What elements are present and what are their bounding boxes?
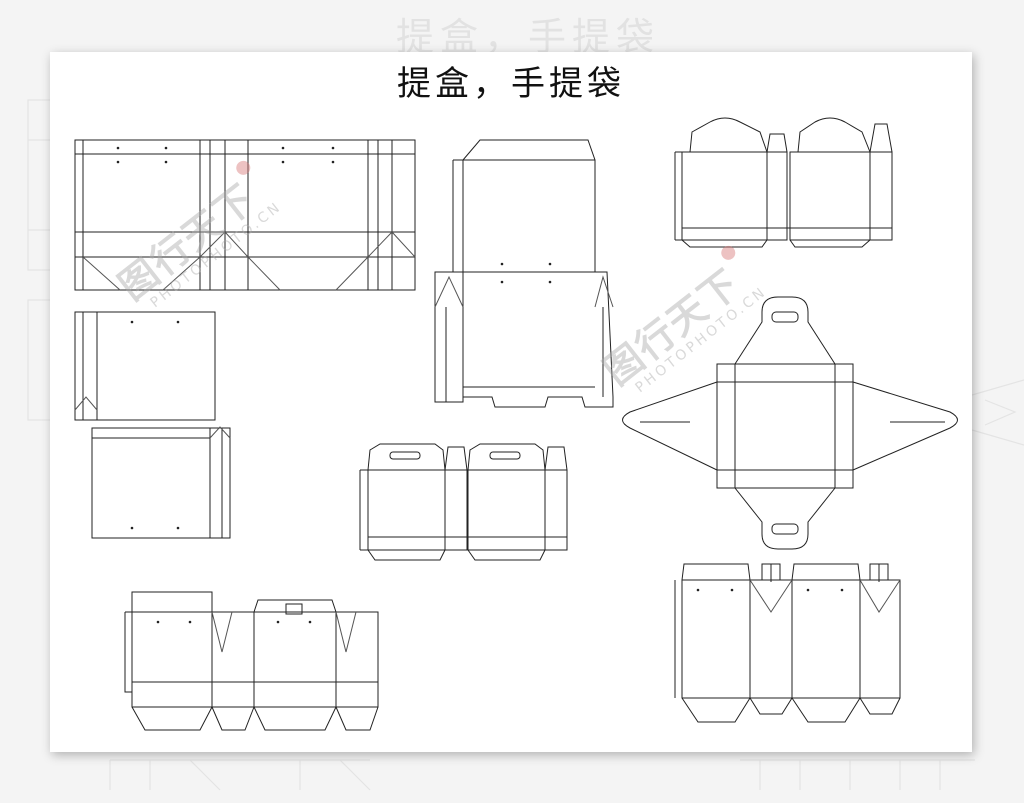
- dieline-drawing: [74, 117, 958, 731]
- artboard: 提盒，手提袋: [50, 52, 972, 752]
- dieline-box-8: [674, 563, 901, 723]
- dieline-box-2: [74, 311, 231, 539]
- dieline-box-6: [359, 443, 568, 561]
- dieline-box-3: [434, 139, 614, 408]
- dieline-box-4: [674, 117, 893, 248]
- dieline-box-5: [622, 296, 958, 550]
- page-title: 提盒，手提袋: [397, 64, 625, 104]
- dieline-bag-1: [74, 139, 416, 291]
- dieline-bag-7: [124, 591, 379, 731]
- ghost-title: 提盒，手提袋: [395, 15, 660, 59]
